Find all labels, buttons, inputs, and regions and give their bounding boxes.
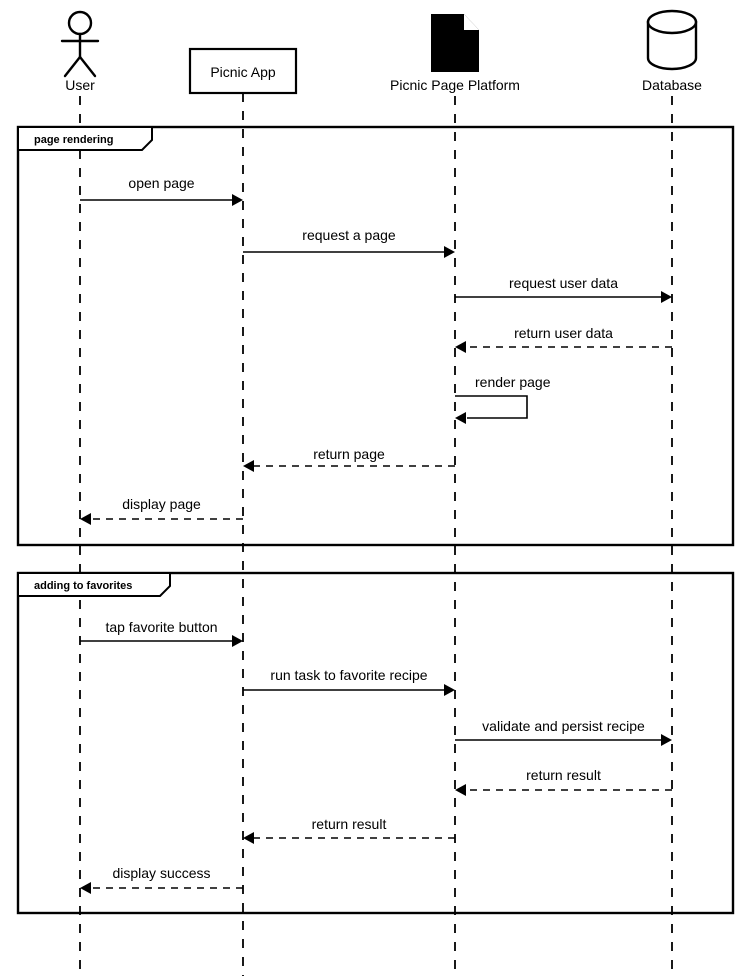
message-arrowhead	[444, 246, 455, 258]
participant-label-database: Database	[642, 77, 702, 93]
message-m13[interactable]: display success	[80, 865, 243, 894]
message-label: render page	[475, 374, 551, 390]
participant-head-picnic-app[interactable]: Picnic App	[188, 47, 298, 95]
message-arrowhead	[232, 194, 243, 206]
message-m9[interactable]: run task to favorite recipe	[243, 667, 455, 696]
message-label: tap favorite button	[105, 619, 217, 635]
message-m11[interactable]: return result	[455, 767, 672, 796]
message-self-line	[455, 395, 528, 419]
message-label: open page	[128, 175, 194, 191]
fragments-layer: page rendering adding to favorites	[16, 125, 735, 915]
fragment-label-text: adding to favorites	[34, 580, 132, 592]
fragment-label-tab	[17, 572, 171, 597]
fragment-label-tab	[17, 126, 153, 151]
participant-head-database[interactable]: Database	[642, 9, 702, 93]
message-m6[interactable]: return page	[243, 446, 455, 472]
message-label: return user data	[514, 325, 613, 341]
message-arrowhead	[661, 291, 672, 303]
fragment-label-text: page rendering	[34, 134, 113, 146]
message-arrowhead	[455, 341, 466, 353]
fragment-border	[16, 125, 735, 547]
message-arrowhead	[80, 513, 91, 525]
message-label: run task to favorite recipe	[270, 667, 427, 683]
message-m5[interactable]: render page	[455, 374, 551, 424]
database-cylinder-body-icon	[646, 20, 698, 71]
participant-head-user[interactable]: User	[60, 10, 100, 93]
messages-layer: open page request a page request user data…	[80, 175, 672, 894]
message-arrowhead	[661, 734, 672, 746]
message-label: validate and persist recipe	[482, 718, 645, 734]
actor-leg-left-icon	[63, 55, 82, 78]
message-label: display success	[112, 865, 210, 881]
message-label: request user data	[509, 275, 618, 291]
message-label: return result	[526, 767, 601, 783]
message-m8[interactable]: tap favorite button	[80, 619, 243, 647]
actor-head-icon	[67, 10, 93, 36]
message-m10[interactable]: validate and persist recipe	[455, 718, 672, 746]
fragment-frag-page-rendering[interactable]: page rendering	[16, 125, 735, 547]
participant-label-picnic-page-platform: Picnic Page Platform	[390, 77, 520, 93]
participants-layer: User Picnic App Picnic Page Platform Dat…	[60, 9, 702, 95]
message-arrowhead	[455, 784, 466, 796]
message-m3[interactable]: request user data	[455, 275, 672, 303]
fragment-frag-adding-to-favorites[interactable]: adding to favorites	[16, 571, 735, 915]
message-arrowhead	[444, 684, 455, 696]
participant-label-picnic-app: Picnic App	[210, 64, 276, 80]
participant-label-user: User	[65, 77, 95, 93]
actor-leg-right-icon	[78, 55, 97, 78]
participant-head-picnic-page-platform[interactable]: Picnic Page Platform	[390, 14, 520, 93]
component-box-icon	[188, 47, 298, 95]
database-cylinder-top-icon	[646, 9, 698, 35]
message-m2[interactable]: request a page	[243, 227, 455, 258]
message-arrowhead	[243, 832, 254, 844]
message-m7[interactable]: display page	[80, 496, 243, 525]
message-arrowhead	[455, 412, 466, 424]
message-label: display page	[122, 496, 201, 512]
document-fold-corner-icon	[464, 14, 479, 30]
message-label: request a page	[302, 227, 396, 243]
message-arrowhead	[243, 460, 254, 472]
message-arrowhead	[80, 882, 91, 894]
message-m1[interactable]: open page	[80, 175, 243, 206]
message-m4[interactable]: return user data	[455, 325, 672, 353]
message-label: return result	[312, 816, 387, 832]
message-arrowhead	[232, 635, 243, 647]
lifelines-layer	[79, 93, 673, 976]
message-m12[interactable]: return result	[243, 816, 455, 844]
fragment-border	[16, 571, 735, 915]
message-label: return page	[313, 446, 385, 462]
